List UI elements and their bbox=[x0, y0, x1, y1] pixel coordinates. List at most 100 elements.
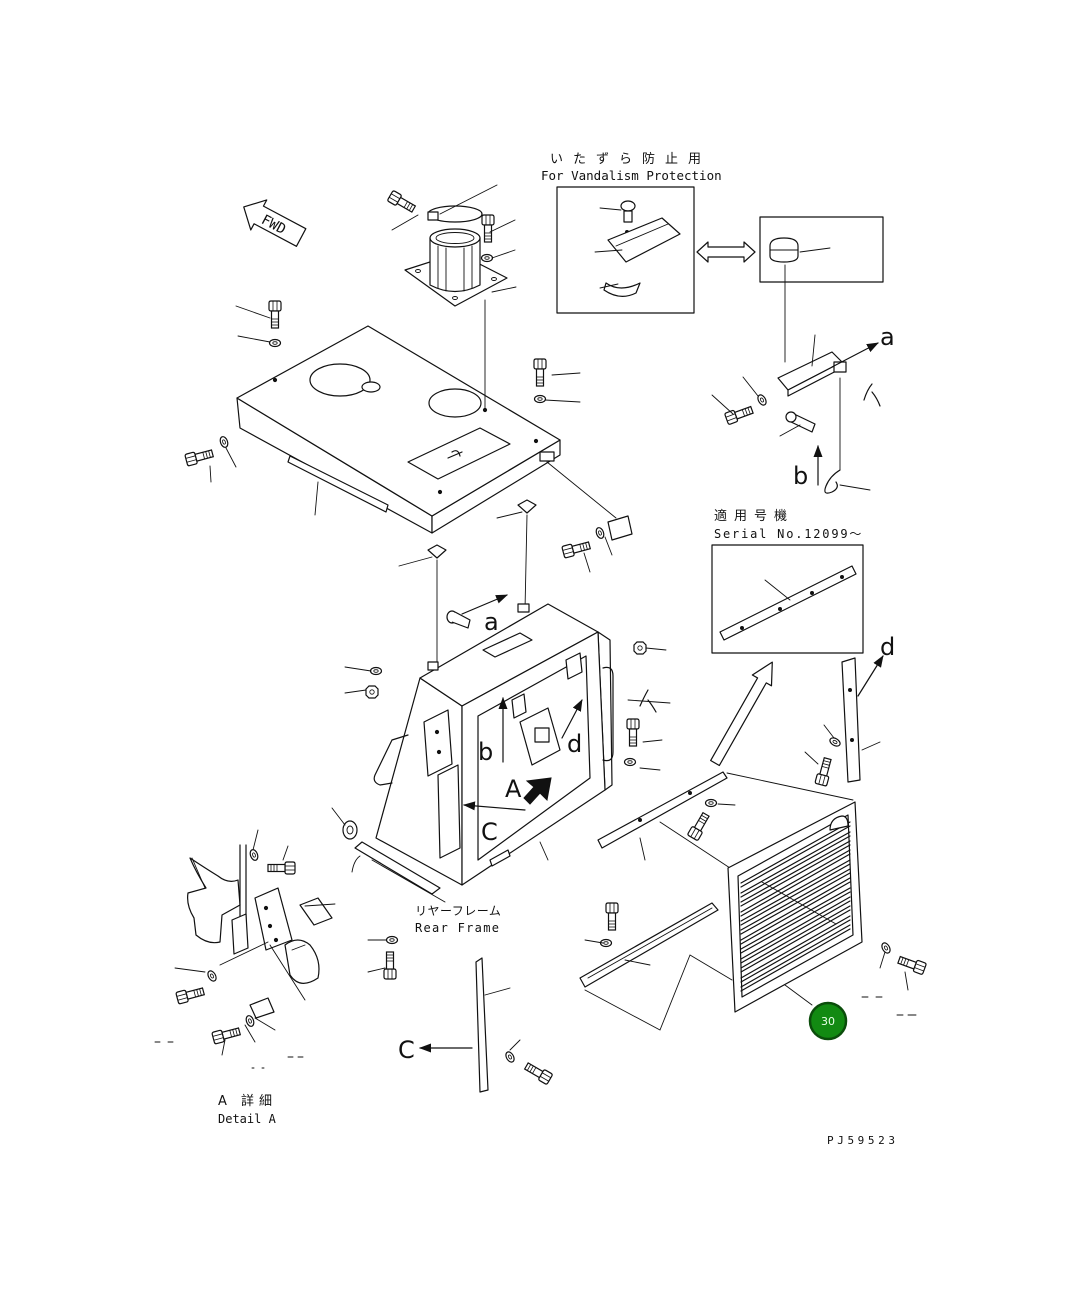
grille-assembly bbox=[579, 771, 863, 1031]
latch-bracket bbox=[833, 361, 847, 373]
cover-side-tab bbox=[539, 451, 555, 462]
callout-badge-ring bbox=[808, 1001, 848, 1041]
ref-arrow-d-right bbox=[857, 655, 884, 697]
strip-hole bbox=[740, 626, 744, 630]
plate-hole bbox=[415, 269, 421, 273]
washer-icon bbox=[385, 935, 399, 945]
double-arrow-icon bbox=[696, 241, 756, 263]
frame-inner-clip bbox=[565, 652, 583, 680]
cover-hole bbox=[272, 377, 278, 383]
connector-lines bbox=[436, 264, 841, 668]
break-mark bbox=[639, 689, 657, 713]
ref-label-a-top: a bbox=[880, 323, 895, 351]
member-hole bbox=[638, 818, 642, 822]
pin bbox=[446, 610, 471, 629]
vandalism-box-frame bbox=[556, 186, 695, 314]
bolt-icon bbox=[522, 1060, 554, 1086]
grille-slat bbox=[740, 831, 851, 898]
bolt-icon bbox=[175, 984, 206, 1005]
washer-icon bbox=[369, 666, 383, 676]
cover-opening-right bbox=[428, 388, 482, 418]
washer-icon bbox=[268, 338, 282, 348]
washer-icon bbox=[205, 968, 219, 984]
detail-a-assembly bbox=[187, 844, 333, 1019]
frame-side-strip bbox=[437, 764, 461, 859]
grille-slat bbox=[740, 849, 851, 917]
cap-cylinder bbox=[429, 238, 481, 293]
pin-shank bbox=[451, 611, 471, 629]
callout-badge-number[interactable]: 30 bbox=[821, 1015, 835, 1028]
detail-edges bbox=[219, 941, 306, 966]
hinge-hole bbox=[263, 905, 269, 911]
cover-opening-left bbox=[309, 363, 371, 397]
lock-knob bbox=[620, 200, 636, 212]
fwd-arrow: FWD bbox=[243, 199, 307, 247]
cover-opening-tab bbox=[361, 381, 381, 393]
bolt-icon bbox=[383, 951, 397, 980]
nut-icon bbox=[365, 685, 379, 699]
washer-icon bbox=[623, 757, 637, 767]
lock-plate bbox=[607, 217, 681, 263]
lock-knob-shank bbox=[623, 210, 633, 223]
upper-sheet-edges bbox=[659, 772, 854, 869]
bolt-icon bbox=[268, 300, 282, 329]
ref-label-c-mid: C bbox=[481, 818, 498, 846]
ref-arrow-d-mid bbox=[561, 699, 583, 739]
grille-slat bbox=[740, 896, 851, 964]
detail-bracket bbox=[299, 897, 333, 926]
serial-label-jp: 適用号機 bbox=[714, 508, 794, 524]
bolt-icon bbox=[814, 756, 835, 787]
bolt-icon bbox=[561, 538, 592, 559]
ref-label-a-mid: a bbox=[484, 608, 499, 636]
clamp-tab bbox=[427, 211, 439, 221]
cover-handle-slot bbox=[287, 455, 389, 513]
grille-inner-frame bbox=[737, 814, 854, 998]
lock-clip bbox=[603, 282, 641, 297]
cover-bracket bbox=[607, 515, 633, 541]
latch-assembly bbox=[777, 351, 881, 494]
upper-member bbox=[597, 771, 728, 849]
bolt-icon bbox=[481, 214, 495, 243]
c-section-strip bbox=[475, 957, 489, 1093]
detail-small-plate bbox=[249, 997, 275, 1019]
grille-frame bbox=[727, 801, 863, 1013]
callout-badge-circle[interactable] bbox=[810, 1003, 846, 1039]
bolt-icon bbox=[267, 861, 296, 875]
detail-wall-section-right bbox=[284, 939, 320, 984]
top-cap-assembly bbox=[404, 205, 508, 307]
ref-label-d-mid: d bbox=[567, 730, 582, 758]
frame-top-hatch bbox=[482, 632, 533, 658]
ref-arrow-a-mid bbox=[461, 594, 508, 615]
lower-sheet-edges bbox=[584, 954, 733, 1031]
washer-icon bbox=[704, 798, 718, 808]
cover-hole bbox=[437, 489, 443, 495]
large-washer-inner bbox=[346, 825, 354, 835]
cap-detail-box bbox=[759, 216, 884, 283]
grille-handle bbox=[829, 815, 849, 831]
quarter-turn-fastener bbox=[517, 499, 537, 514]
gusset-hole bbox=[436, 749, 442, 755]
grille-slat bbox=[740, 859, 851, 926]
side-strip bbox=[841, 657, 861, 783]
strip-hole bbox=[840, 575, 844, 579]
washer-icon bbox=[248, 848, 260, 862]
frame-inner-latch bbox=[534, 727, 550, 743]
large-washer-outer bbox=[342, 820, 358, 840]
cover-plate-latch bbox=[447, 450, 463, 459]
bolt-icon bbox=[533, 358, 547, 387]
washer-icon bbox=[827, 735, 843, 749]
grille-slat bbox=[740, 905, 851, 973]
cap-cylinder-top bbox=[429, 228, 481, 248]
washer-icon bbox=[218, 435, 230, 449]
break-mark bbox=[863, 383, 881, 407]
frame-inner-clip bbox=[511, 693, 527, 719]
vandalism-label-en: For Vandalism Protection bbox=[541, 168, 722, 183]
gusset-hole bbox=[434, 729, 440, 735]
callout-30-badge[interactable]: 30 bbox=[808, 1001, 848, 1041]
fwd-arrow-icon bbox=[243, 199, 307, 247]
quarter-turn-fastener bbox=[427, 544, 447, 559]
ref-arrow-c-mid bbox=[463, 801, 526, 811]
cover-bracket-link bbox=[546, 461, 617, 519]
bolt-icon bbox=[211, 1024, 242, 1045]
